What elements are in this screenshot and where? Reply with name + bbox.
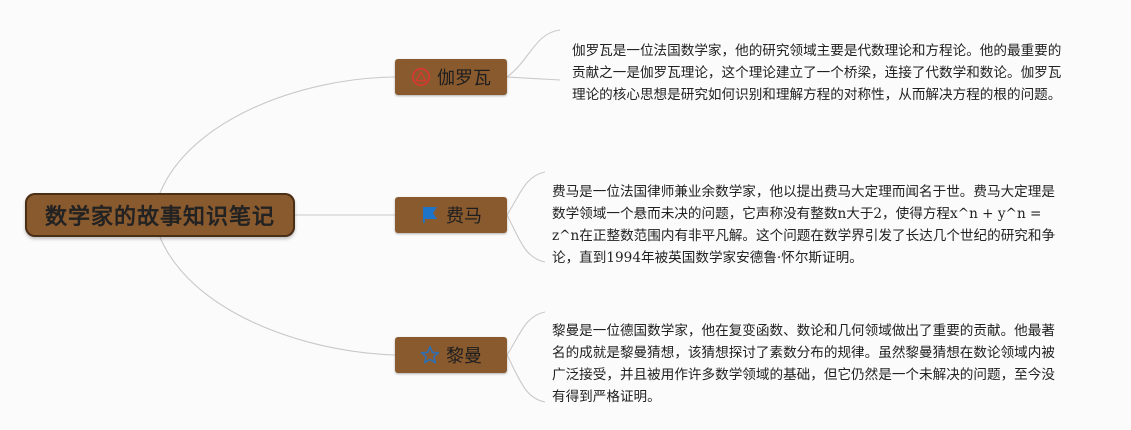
connector-riemann-note — [506, 311, 546, 403]
connector-root-galois — [159, 76, 396, 194]
note-fermat: 费马是一位法国律师兼业余数学家，他以提出费马大定理而闻名于世。费马大定理是数学领… — [552, 184, 1056, 266]
branch-galois[interactable]: 伽罗瓦 — [395, 59, 507, 95]
branch-label-fermat: 费马 — [446, 206, 482, 227]
connector-fermat-note — [506, 171, 546, 263]
alert-triangle-icon — [411, 67, 431, 87]
note-galois: 伽罗瓦是一位法国数学家，他的研究领域主要是代数理论和方程论。他的最重要的贡献之一… — [572, 43, 1062, 103]
branch-riemann[interactable]: 黎曼 — [395, 337, 507, 373]
root-topic[interactable]: 数学家的故事知识笔记 — [25, 193, 295, 237]
root-title: 数学家的故事知识笔记 — [44, 205, 275, 230]
branch-fermat[interactable]: 费马 — [395, 197, 507, 233]
connector-root-riemann — [159, 236, 396, 356]
blue-flag-icon — [420, 205, 440, 225]
connector-galois-note — [506, 29, 561, 81]
note-riemann: 黎曼是一位德国数学家，他在复变函数、数论和几何领域做出了重要的贡献。他最著名的成… — [552, 323, 1055, 405]
branch-label-riemann: 黎曼 — [446, 346, 482, 367]
star-outline-icon — [420, 345, 440, 365]
branch-label-galois: 伽罗瓦 — [437, 68, 491, 89]
